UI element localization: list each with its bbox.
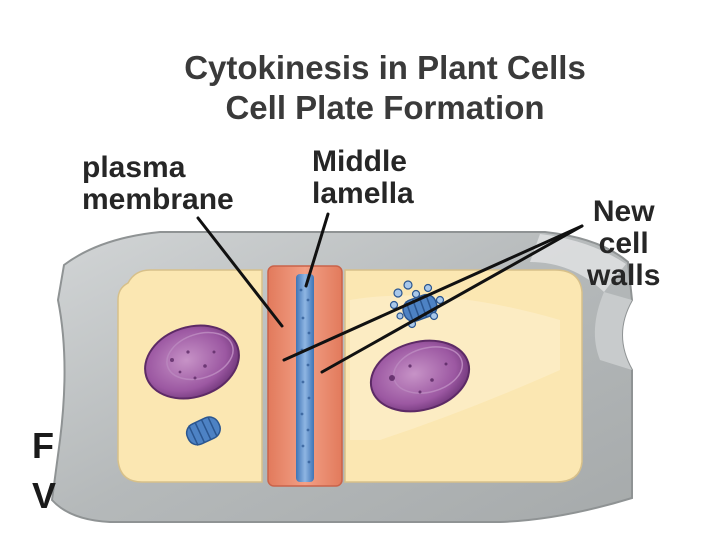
label-walls-line-1: New <box>592 195 655 228</box>
vesicle-cluster-icon <box>389 280 445 329</box>
nucleus-left-icon <box>144 324 240 400</box>
title-line-2: Cell Plate Formation <box>225 89 545 126</box>
label-new-cell-walls: New cell walls <box>587 196 660 292</box>
plasma-membrane-pointer <box>196 216 284 328</box>
leader-lines <box>196 212 584 374</box>
cutoff-text-2: V <box>32 475 57 516</box>
label-plasma-membrane: plasma membrane <box>82 152 234 216</box>
label-walls-line-2: cell <box>598 227 649 260</box>
new-cell-wall-pointer-2 <box>320 224 584 374</box>
label-plasma-line-2: membrane <box>82 183 234 216</box>
label-middle-line-1: Middle <box>312 145 407 178</box>
title-line-1: Cytokinesis in Plant Cells <box>184 49 586 86</box>
middle-lamella-band <box>296 274 314 482</box>
cutoff-text-1: F <box>32 425 54 466</box>
nucleus-right-icon <box>369 339 471 413</box>
diagram-title: Cytokinesis in Plant Cells Cell Plate Fo… <box>0 48 720 128</box>
new-cell-wall-pointer-1 <box>282 224 584 362</box>
golgi-left-icon <box>185 416 221 446</box>
label-plasma-line-1: plasma <box>82 151 186 184</box>
label-middle-lamella: Middle lamella <box>312 146 414 210</box>
label-middle-line-2: lamella <box>312 177 414 210</box>
label-walls-line-3: walls <box>587 259 661 292</box>
middle-lamella-pointer <box>304 212 330 288</box>
cell-plate <box>267 265 343 487</box>
